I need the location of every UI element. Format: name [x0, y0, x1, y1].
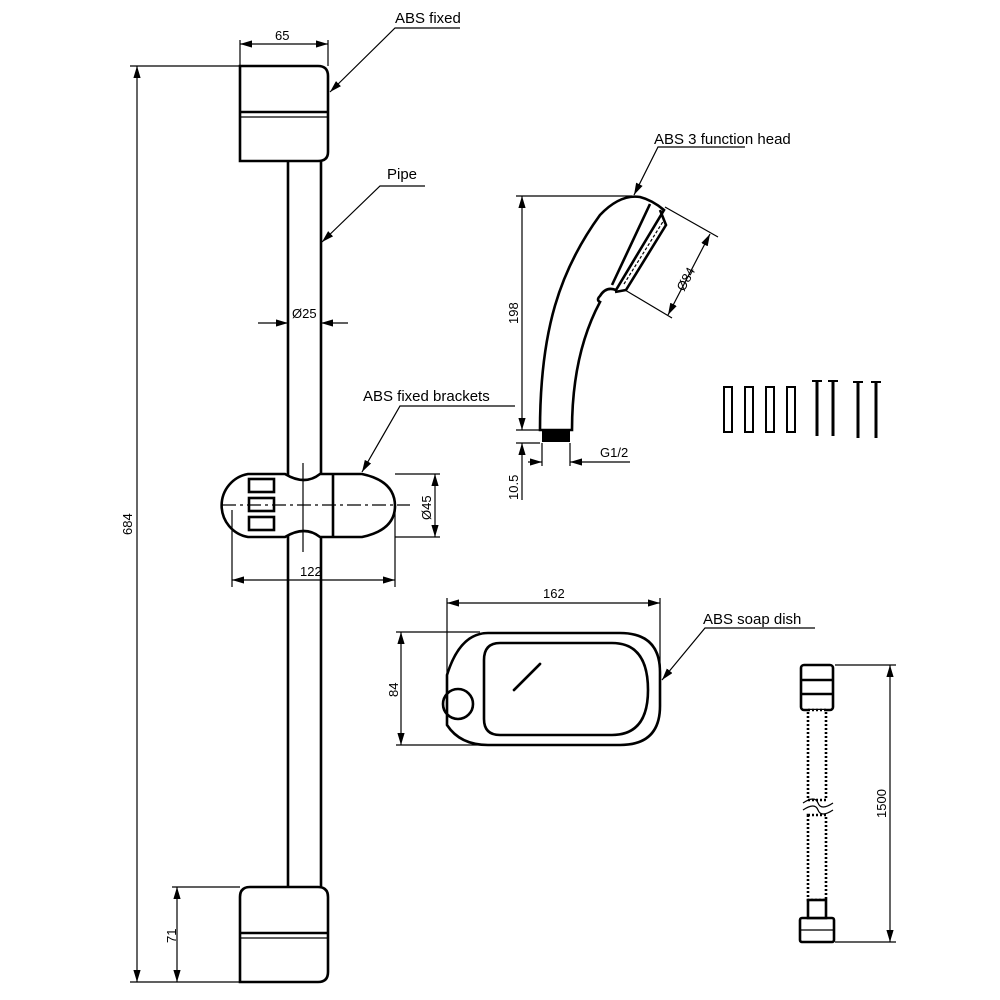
dim-total-height: 684: [120, 513, 135, 535]
dim-soap-dish-width: 162: [543, 586, 565, 601]
label-abs-soap-dish: ABS soap dish: [703, 611, 801, 628]
label-abs-fixed: ABS fixed: [395, 10, 461, 27]
dim-hose-length: 1500: [874, 789, 889, 818]
dim-soap-dish-height: 84: [386, 683, 401, 697]
bottom-fixed-bracket: [238, 885, 330, 984]
dimension-lines-rail: [130, 27, 515, 983]
dim-bottom-bracket-height: 71: [164, 929, 179, 943]
dim-head-diameter: Ø84: [673, 265, 698, 294]
wall-plugs-and-screws: [723, 380, 881, 438]
dim-slider-diameter: Ø45: [419, 495, 434, 520]
label-abs-fixed-brackets: ABS fixed brackets: [363, 388, 490, 405]
soap-dish: [441, 631, 662, 747]
dim-slider-length: 122: [300, 564, 322, 579]
dim-thread-length: 10.5: [506, 475, 521, 500]
dim-head-height: 198: [506, 302, 521, 324]
hand-shower-head: [538, 195, 668, 442]
dimension-lines-head: [516, 146, 745, 500]
top-fixed-bracket: [238, 64, 330, 163]
shower-hose: [798, 663, 896, 944]
dim-pipe-diameter: Ø25: [292, 306, 317, 321]
label-pipe: Pipe: [387, 166, 417, 183]
dim-thread: G1/2: [600, 445, 628, 460]
label-abs-3-function-head: ABS 3 function head: [654, 131, 791, 148]
dimension-lines-soap-dish: [396, 598, 815, 746]
dim-bracket-width: 65: [275, 28, 289, 43]
slider-bracket: [220, 463, 410, 552]
